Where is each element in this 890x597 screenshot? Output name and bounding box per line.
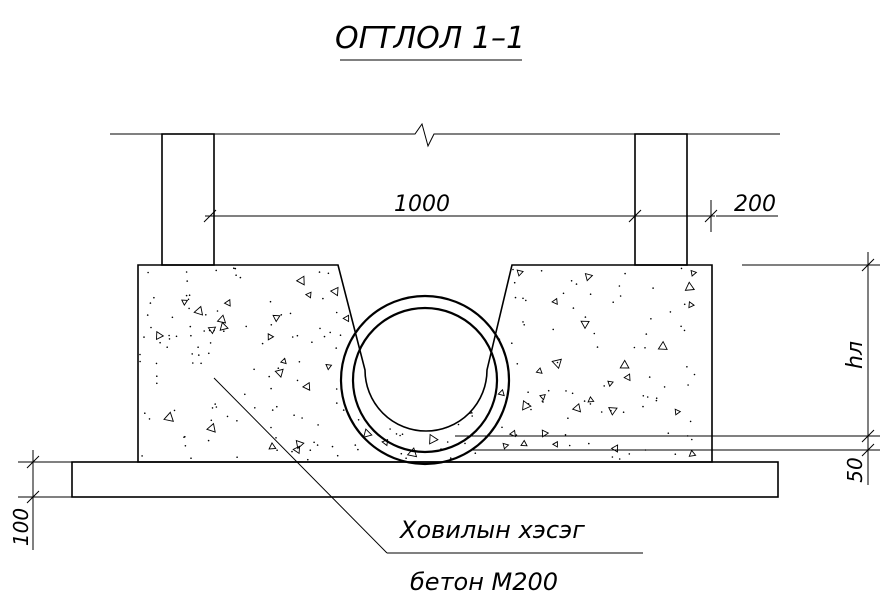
svg-text:ОГТЛОЛ 1–1: ОГТЛОЛ 1–1 — [335, 21, 525, 56]
grade-line — [110, 122, 780, 148]
leader: Ховилын хэсэг бетон М200 — [213, 377, 643, 596]
dimension-width: 1000 200 — [203, 192, 778, 232]
dimension-50: 50 — [843, 457, 867, 482]
dimension-base: 100 — [9, 450, 72, 550]
dimension-1000: 1000 — [394, 192, 450, 217]
section-title: ОГТЛОЛ 1–1 — [335, 21, 525, 61]
left-wall — [161, 133, 215, 266]
dimension-height: hл 50 — [455, 252, 880, 485]
concrete-block — [137, 264, 713, 463]
dimension-100: 100 — [9, 508, 33, 546]
right-wall — [634, 133, 688, 266]
leader-label-2: бетон М200 — [410, 568, 558, 596]
dimension-200: 200 — [734, 192, 776, 217]
leader-label-1: Ховилын хэсэг — [398, 516, 585, 544]
base-slab — [71, 461, 779, 498]
pipe — [339, 294, 511, 466]
dimension-hl: hл — [843, 341, 868, 369]
